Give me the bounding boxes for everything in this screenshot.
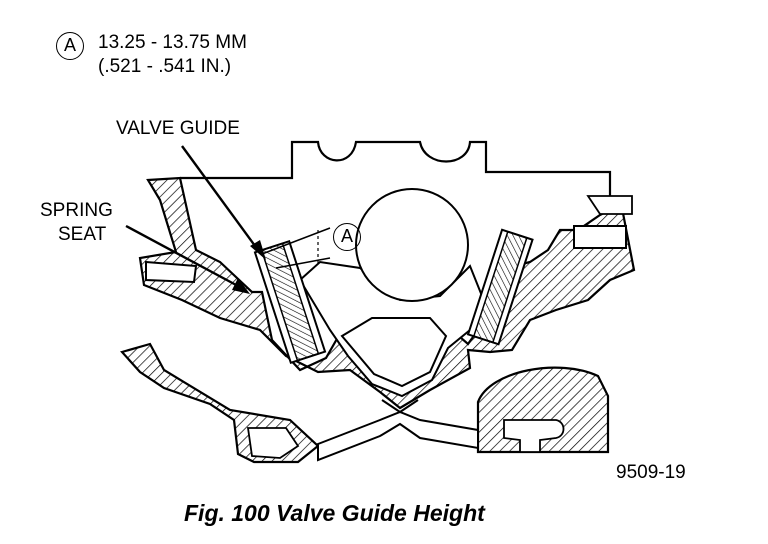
figure-id: 9509-19 [616,462,686,483]
dimension-line [261,227,331,255]
valve-guide-leader [181,145,259,251]
diagram-marker-a: A [333,223,361,251]
spring-seat-label-line1: SPRING [40,200,113,221]
valve-guide-label: VALVE GUIDE [116,118,240,139]
dimension-imperial: (.521 - .541 IN.) [98,56,232,77]
head-top-outline [180,140,612,210]
spring-seat-leader [125,224,239,288]
dimension-metric: 13.25 - 13.75 MM [98,32,247,53]
right-valve-guide [466,228,534,346]
port-opening [355,188,469,302]
left-valve-guide [253,240,327,364]
figure-caption: Fig. 100 Valve Guide Height [184,500,485,526]
spring-seat-label-line2: SEAT [58,224,107,245]
dimension-marker-a: A [56,32,84,60]
